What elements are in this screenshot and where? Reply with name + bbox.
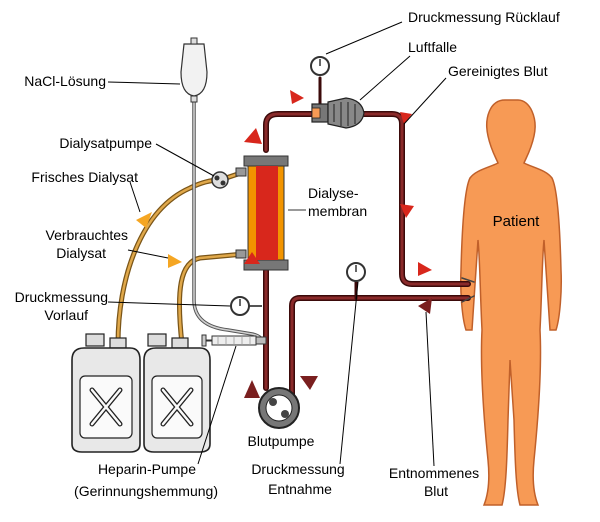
blood-tubing: [263, 76, 475, 401]
label-heparin-2: (Gerinnungshemmung): [74, 483, 218, 499]
label-druck-entnahme-1: Druckmessung: [251, 461, 344, 477]
arterial-blood-tube-outline: [263, 267, 471, 401]
label-druck-vorlauf-2: Vorlauf: [44, 307, 88, 323]
label-verbrauchtes-2: Dialysat: [56, 245, 106, 261]
arterial-blood-tube: [264, 268, 470, 400]
leader-lines: [107, 21, 447, 467]
label-membran-1: Dialyse-: [308, 185, 359, 201]
label-gereinigtes-blut: Gereinigtes Blut: [448, 63, 548, 79]
flow-arrow: [300, 376, 318, 390]
label-druck-ruecklauf: Druckmessung Rücklauf: [408, 9, 560, 25]
dialyzer: [235, 155, 306, 271]
air-trap: [311, 97, 365, 129]
patient-figure: Patient: [460, 99, 562, 506]
label-dialysatpumpe: Dialysatpumpe: [59, 135, 152, 151]
label-luftfalle: Luftfalle: [408, 39, 457, 55]
dialysis-membrane: [256, 166, 278, 260]
syringe-icon: [201, 334, 267, 347]
label-frisches-dialysat: Frisches Dialysat: [31, 169, 138, 185]
spent-dialysate-tube: [178, 252, 246, 346]
chemical-canister-icon: [71, 333, 141, 453]
flow-arrow: [244, 380, 260, 398]
chemical-canister-icon: [143, 333, 211, 453]
pressure-gauge-icon: [346, 262, 366, 282]
flow-arrows: [136, 90, 432, 398]
pressure-gauge-icon: [310, 56, 330, 76]
infusion-bag-icon: [180, 37, 208, 103]
flow-arrow: [418, 262, 432, 276]
dialysate-pump-icon: [211, 171, 229, 189]
return-blood-tube: [264, 112, 470, 286]
label-blutpumpe: Blutpumpe: [248, 433, 315, 449]
flow-arrow: [400, 204, 414, 218]
label-verbrauchtes-1: Verbrauchtes: [46, 227, 129, 243]
flow-arrow: [418, 298, 432, 314]
flow-arrow: [244, 252, 260, 264]
flow-arrow: [290, 90, 304, 104]
flow-arrow: [136, 212, 152, 228]
label-membran-2: membran: [308, 203, 367, 219]
return-blood-tube-outline: [263, 111, 471, 287]
label-heparin-1: Heparin-Pumpe: [98, 461, 196, 477]
label-entnommenes-2: Blut: [424, 483, 448, 499]
label-nacl: NaCl-Lösung: [24, 73, 106, 89]
label-entnommenes-1: Entnommenes: [389, 465, 479, 481]
patient-access: [461, 277, 475, 303]
flow-arrow: [400, 112, 412, 124]
flow-arrow: [168, 254, 182, 268]
dialysate-tubing: [115, 169, 247, 347]
label-druck-vorlauf-1: Druckmessung: [15, 289, 108, 305]
patient-label: Patient: [493, 213, 541, 230]
patient-body: [460, 99, 562, 506]
label-druck-entnahme-2: Entnahme: [268, 481, 332, 497]
pressure-gauge-icon: [230, 296, 250, 316]
roller-pump-icon: [258, 387, 300, 429]
diagram-labels: NaCl-Lösung Dialysatpumpe Frisches Dialy…: [15, 9, 560, 499]
flow-arrow: [244, 128, 262, 144]
